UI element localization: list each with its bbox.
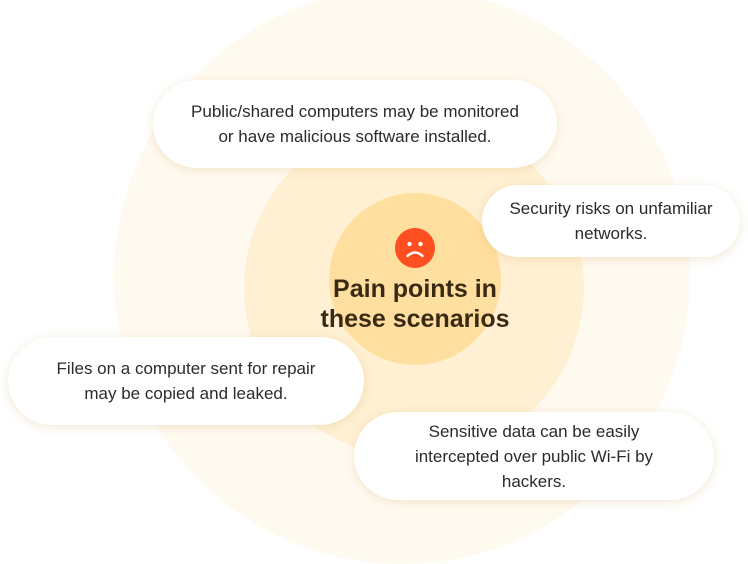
pain-point-public-wifi: Sensitive data can be easily intercepted… xyxy=(354,412,714,500)
center-title: Pain points in these scenarios xyxy=(320,275,510,333)
pain-point-public-computers: Public/shared computers may be monitored… xyxy=(153,80,557,168)
pain-point-unfamiliar-networks: Security risks on unfamiliar networks. xyxy=(482,185,740,257)
pain-point-repair-leak: Files on a computer sent for repair may … xyxy=(8,337,364,425)
sad-face-icon xyxy=(395,228,435,268)
inner-ring xyxy=(329,193,501,365)
